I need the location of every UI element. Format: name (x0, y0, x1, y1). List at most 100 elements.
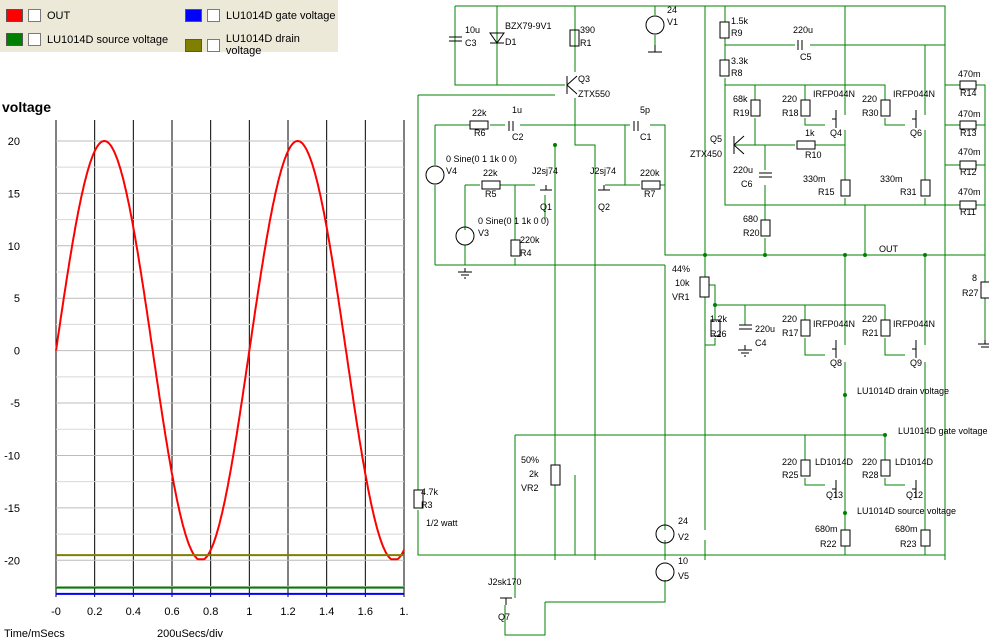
legend-checkbox[interactable] (207, 9, 220, 22)
schematic-label: 22k (483, 168, 498, 178)
schematic-label: 10u (465, 25, 480, 35)
schematic-label: C3 (465, 38, 477, 48)
schematic-label: 0 Sine(0 1 1k 0 0) (478, 216, 549, 226)
schematic-label: 22k (472, 108, 487, 118)
y-tick-label: 10 (8, 241, 20, 253)
x-tick-label: 1.2 (280, 606, 295, 618)
schematic-label: V2 (678, 532, 689, 542)
schematic-label: R31 (900, 187, 917, 197)
x-tick-label: 0.8 (203, 606, 218, 618)
schematic-label: R25 (782, 470, 799, 480)
schematic-label: 220k (520, 235, 540, 245)
schematic-label: IRFP044N (893, 319, 935, 329)
legend-item[interactable]: OUT (6, 9, 70, 22)
schematic-label: 220 (862, 457, 877, 467)
schematic-label: V5 (678, 571, 689, 581)
schematic-label: VR2 (521, 483, 539, 493)
schematic-label: R18 (782, 108, 799, 118)
schematic-label: J2sj74 (532, 166, 558, 176)
y-tick-label: -10 (4, 450, 20, 462)
schematic-label: R5 (485, 189, 497, 199)
schematic-label: R11 (960, 207, 976, 217)
schematic-label: 470m (958, 109, 981, 119)
legend-label: OUT (47, 9, 71, 22)
schematic-label: R3 (421, 500, 433, 510)
schematic-label: V4 (446, 166, 457, 176)
schematic-label: 470m (958, 147, 981, 157)
schematic-label: R4 (520, 248, 532, 258)
schematic-label: R12 (960, 167, 977, 177)
schematic-label: Q5 (710, 134, 722, 144)
legend-item[interactable]: LU1014D drain voltage (185, 33, 338, 57)
schematic-label: R15 (818, 187, 835, 197)
schematic-label: 220 (782, 94, 797, 104)
schematic-label: Q3 (578, 74, 590, 84)
schematic-label: 0 Sine(0 1 1k 0 0) (446, 154, 517, 164)
x-tick-label: 1.4 (319, 606, 334, 618)
schematic-label: BZX79-9V1 (505, 21, 552, 31)
schematic-label: R8 (731, 68, 743, 78)
legend-item[interactable]: LU1014D source voltage (6, 33, 168, 46)
schematic-label: R13 (960, 128, 977, 138)
schematic-label: 10 (678, 556, 688, 566)
y-tick-label: 5 (14, 293, 20, 305)
legend-item[interactable]: LU1014D gate voltage (185, 9, 335, 22)
x-tick-label: 1 (246, 606, 252, 618)
components (413, 15, 989, 605)
schematic-label: LD1014D (815, 457, 854, 467)
schematic-label: 220 (782, 457, 797, 467)
schematic-label: R22 (820, 539, 837, 549)
legend-checkbox[interactable] (28, 33, 41, 46)
schematic-label: 4.7k (421, 487, 439, 497)
schematic-label: Q1 (540, 202, 552, 212)
x-tick-label: 0.2 (87, 606, 102, 618)
schematic-label: IRFP044N (813, 319, 855, 329)
schematic-label: 1u (512, 105, 522, 115)
legend-swatch (6, 9, 23, 22)
schematic-label: C2 (512, 132, 524, 142)
schematic-label: 50% (521, 455, 539, 465)
x-tick-label: 1. (399, 606, 408, 618)
schematic-label: R6 (474, 128, 486, 138)
schematic-label: R19 (733, 108, 750, 118)
legend-label: LU1014D drain voltage (225, 33, 300, 57)
schematic-label: V3 (478, 228, 489, 238)
legend-label: LU1014D source voltage (47, 33, 169, 46)
y-tick-label: 15 (8, 188, 20, 200)
x-axis-title: Time/mSecs (4, 628, 65, 640)
x-tick-label: 0.4 (126, 606, 141, 618)
schematic-label: R17 (782, 328, 799, 338)
schematic-label: R26 (710, 329, 727, 339)
schematic-label: R23 (900, 539, 917, 549)
y-tick-label: 20 (8, 136, 20, 148)
schematic-label: 220 (862, 314, 877, 324)
legend-checkbox[interactable] (28, 9, 41, 22)
schematic-label: 470m (958, 69, 981, 79)
legend-checkbox[interactable] (206, 38, 220, 52)
x-tick-label: 0.6 (164, 606, 179, 618)
schematic-label: R10 (805, 150, 822, 160)
x-tick-label: -0 (51, 606, 61, 618)
schematic-label: 2k (529, 469, 539, 479)
schematic-label: OUT (879, 244, 899, 254)
schematic-label: R9 (731, 28, 743, 38)
legend-swatch (185, 38, 202, 52)
schematic-label: 220u (755, 324, 775, 334)
x-tick-label: 1.6 (358, 606, 373, 618)
schematic-label: 8 (972, 273, 977, 283)
schematic-label: ZTX550 (578, 89, 610, 99)
schematic-label: 220 (862, 94, 877, 104)
schematic-label: 1.5k (731, 16, 749, 26)
junction-dots (553, 143, 927, 515)
schematic-label: C4 (755, 338, 767, 348)
schematic-label: IRFP044N (813, 89, 855, 99)
schematic-label: 680 (743, 214, 758, 224)
y-tick-label: 0 (14, 346, 20, 358)
schematic-label: R7 (644, 189, 656, 199)
schematic-label: Q2 (598, 202, 610, 212)
schematic-label: R1 (580, 38, 592, 48)
schematic-label: 1.2k (710, 314, 728, 324)
schematic-label: C5 (800, 52, 812, 62)
